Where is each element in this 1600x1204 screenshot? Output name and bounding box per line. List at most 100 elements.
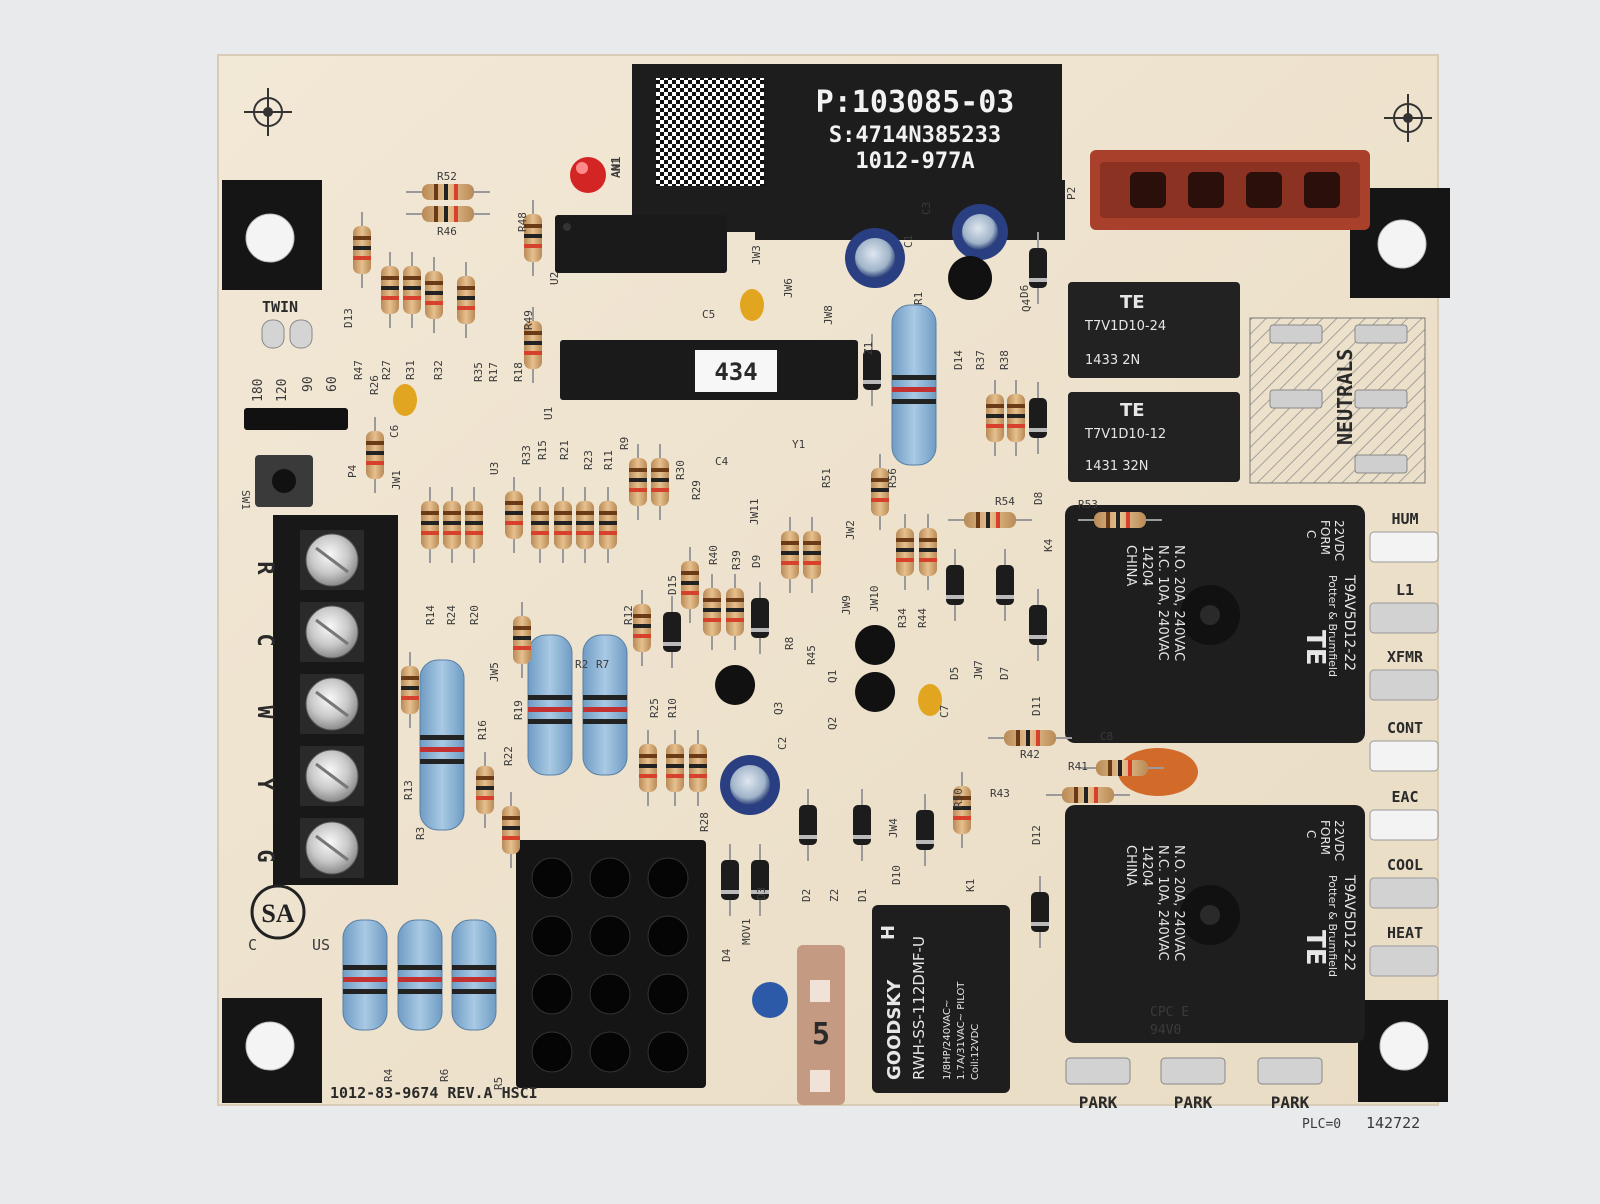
resistor — [703, 574, 721, 650]
ref-designator: D9 — [750, 555, 763, 568]
resistor — [986, 380, 1004, 456]
park-spade — [1065, 1057, 1131, 1085]
standoff-top-left — [222, 180, 322, 290]
ref-designator: JW8 — [822, 305, 835, 325]
svg-text:1/8HP/240VAC~: 1/8HP/240VAC~ — [942, 1000, 953, 1080]
relay-k1 — [1065, 805, 1365, 1043]
ref-designator: JW4 — [887, 818, 900, 838]
relay-goodsky — [872, 905, 1010, 1093]
relay-small-top-brand: TE — [1120, 292, 1145, 313]
ref-designator: C5 — [702, 308, 715, 321]
fuse: 5 — [797, 945, 845, 1105]
blower-delay-jumper[interactable] — [244, 408, 348, 430]
ref-designator: R17 — [487, 362, 500, 382]
ref-designator: R34 — [896, 608, 909, 628]
screw-slot — [315, 618, 349, 646]
connector-pin — [531, 1031, 573, 1073]
neutrals-area: NEUTRALS — [1249, 317, 1426, 484]
ref-designator: JW11 — [748, 499, 761, 526]
power-resistor — [527, 634, 573, 776]
cap-c2 — [720, 755, 780, 815]
resistor — [381, 252, 399, 328]
svg-text:22VDC: 22VDC — [1332, 820, 1346, 861]
ref-designator: R28 — [698, 812, 711, 832]
ref-designator: R41 — [1068, 760, 1088, 773]
ref-designator: D8 — [1032, 492, 1045, 505]
svg-text:N.O. 20A, 240VAC: N.O. 20A, 240VAC — [1171, 845, 1186, 961]
park-spade — [1160, 1057, 1226, 1085]
svg-text:60: 60 — [325, 376, 340, 392]
screw-slot — [315, 690, 349, 718]
connector-p2 — [1090, 150, 1370, 230]
resistor — [726, 574, 744, 650]
relay-small-bottom-code: 1431 32N — [1085, 459, 1148, 474]
terminal-label-r: R — [252, 561, 277, 575]
relay-small-bottom: TE T7V1D10-12 1431 32N — [1068, 392, 1240, 482]
resistor — [554, 487, 572, 563]
chip-sticker-text: 434 — [714, 358, 757, 386]
terminal-label-hum: HUM — [1391, 510, 1418, 528]
ref-designator: JW5 — [488, 662, 501, 682]
relay-k4 — [1065, 505, 1365, 743]
svg-text:FORM: FORM — [1318, 520, 1332, 555]
ref-designator: R26 — [368, 375, 381, 395]
ref-designator: U1 — [542, 407, 555, 420]
svg-text:120: 120 — [275, 379, 290, 402]
ref-designator: U3 — [488, 462, 501, 475]
spade-terminal-cool — [1369, 877, 1439, 909]
ref-designator: R54 — [995, 495, 1015, 508]
connector-pin — [647, 1031, 689, 1073]
spade-terminal-eac — [1369, 809, 1439, 841]
connector-pin — [531, 857, 573, 899]
connector-pin — [589, 973, 631, 1015]
resistor — [871, 454, 889, 530]
ref-designator: R14 — [424, 605, 437, 625]
ref-designator: JW10 — [868, 586, 881, 613]
resistor — [781, 517, 799, 593]
ref-designator: R3 — [414, 827, 427, 840]
diode — [946, 549, 964, 621]
svg-text:CHINA: CHINA — [1123, 845, 1138, 886]
resistor — [425, 257, 443, 333]
connector-pin — [647, 857, 689, 899]
power-resistor — [342, 919, 388, 1031]
fuse-value: 5 — [812, 1017, 830, 1052]
ref-designator: R21 — [558, 440, 571, 460]
ref-designator: R33 — [520, 445, 533, 465]
ref-designator: R53 — [1078, 498, 1098, 511]
thermostat-terminal-block — [273, 515, 398, 885]
ref-designator: R5 — [492, 1077, 505, 1090]
ref-designator: R6 — [438, 1069, 451, 1082]
connector-pin — [589, 857, 631, 899]
mount-target-top-left — [244, 88, 292, 136]
ref-designator: R51 — [820, 468, 833, 488]
spade-terminal-hum — [1369, 531, 1439, 563]
ref-designator: R52 — [437, 170, 457, 183]
ref-designator: R8 — [783, 637, 796, 650]
ref-designator: R42 — [1020, 748, 1040, 761]
resistor — [421, 487, 439, 563]
diode — [751, 844, 769, 916]
terminal-label-cool: COOL — [1387, 856, 1423, 874]
ref-designator: R7 — [596, 658, 609, 671]
resistor — [531, 487, 549, 563]
relay-small-top-model: T7V1D10-24 — [1084, 319, 1166, 334]
ref-designator: R20 — [468, 605, 481, 625]
resistor — [465, 487, 483, 563]
relay-small-bottom-brand: TE — [1120, 400, 1145, 421]
ref-designator: D4 — [720, 948, 733, 962]
resistor — [457, 262, 475, 338]
ref-designator: JW1 — [390, 470, 403, 490]
ref-designator: C6 — [388, 425, 401, 438]
twin-pads — [261, 319, 313, 349]
ref-designator: R23 — [582, 450, 595, 470]
standoff-bottom-right — [1358, 1000, 1448, 1102]
led-label: AN1 — [609, 156, 623, 178]
tactile-switch-sw1[interactable] — [255, 455, 313, 507]
ic-u2 — [555, 215, 727, 273]
ref-designator: U2 — [548, 272, 561, 285]
resistor — [524, 307, 542, 383]
ref-designator: R27 — [380, 360, 393, 380]
